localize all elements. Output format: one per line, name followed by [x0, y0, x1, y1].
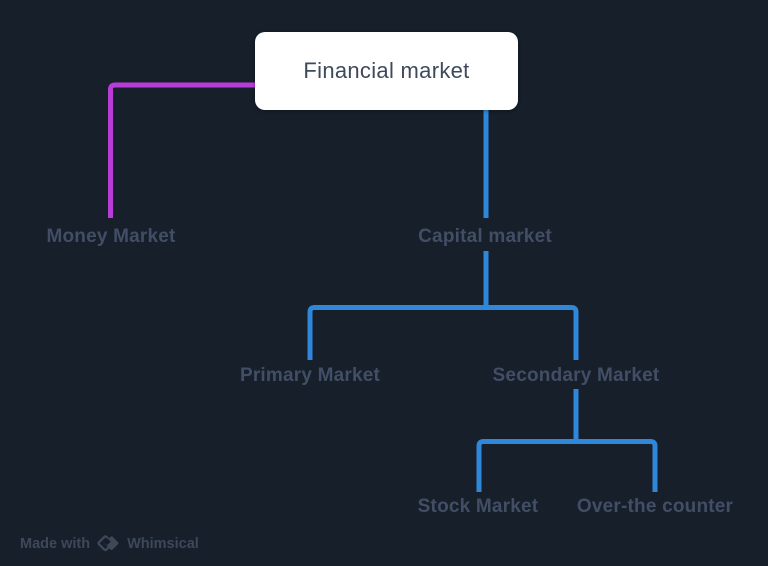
- node-financial-market[interactable]: Financial market: [255, 32, 518, 110]
- node-money-market[interactable]: Money Market: [46, 226, 176, 247]
- connector-capital-children: [307, 251, 579, 360]
- node-financial-market-label: Financial market: [303, 58, 470, 83]
- connector-money-market: [108, 82, 255, 218]
- node-primary-market[interactable]: Primary Market: [239, 365, 381, 386]
- node-capital-market[interactable]: Capital market: [418, 226, 552, 247]
- watermark-made-with-text: Made with: [20, 535, 91, 552]
- whimsical-watermark-link[interactable]: Made with Whimsical: [20, 534, 199, 553]
- node-secondary-market[interactable]: Secondary Market: [492, 365, 660, 386]
- node-over-the-counter[interactable]: Over-the counter: [576, 496, 734, 517]
- node-stock-market[interactable]: Stock Market: [417, 496, 539, 517]
- whimsical-logo-icon: [97, 535, 119, 552]
- connector-secondary-children: [476, 389, 658, 492]
- watermark-brand-text: Whimsical: [127, 535, 199, 552]
